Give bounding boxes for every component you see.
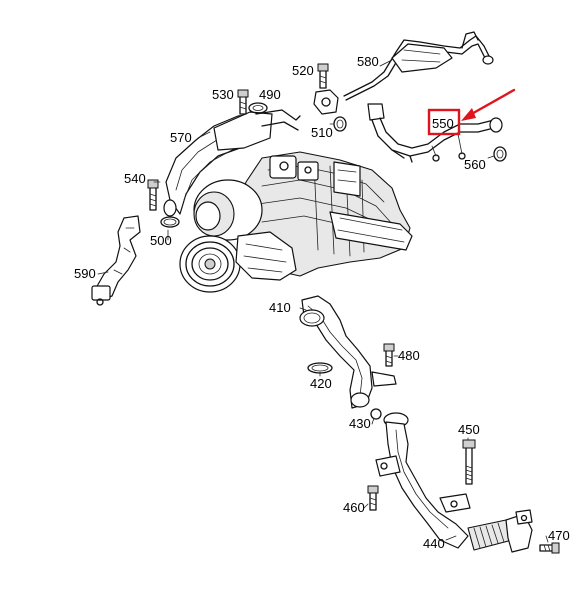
part-470-bolt xyxy=(539,542,560,554)
label-570: 570 xyxy=(170,130,192,145)
part-580-pipe xyxy=(343,31,494,101)
part-500-clamp xyxy=(160,216,180,228)
part-430-seal xyxy=(370,408,382,420)
part-480-bolt xyxy=(383,343,395,367)
label-490: 490 xyxy=(259,87,281,102)
part-510-seal xyxy=(333,116,347,132)
label-530: 530 xyxy=(212,87,234,102)
part-labels: 520 580 530 490 570 510 550 560 540 500 … xyxy=(74,54,570,551)
part-420-seal xyxy=(307,362,333,374)
highlight-callout xyxy=(427,88,516,136)
part-590-hose xyxy=(91,215,141,306)
highlight-arrowhead xyxy=(461,108,476,121)
highlight-arrow xyxy=(466,88,516,118)
highlight-box xyxy=(427,108,461,136)
label-460: 460 xyxy=(343,500,365,515)
label-450: 450 xyxy=(458,422,480,437)
label-440: 440 xyxy=(423,536,445,551)
label-590: 590 xyxy=(74,266,96,281)
label-500: 500 xyxy=(150,233,172,248)
part-560-seal xyxy=(493,146,507,162)
part-540-bolt xyxy=(147,179,159,211)
part-520-bolt xyxy=(313,63,339,115)
part-410-pipe xyxy=(299,295,397,409)
part-440-pipe xyxy=(375,412,533,553)
part-550-pipe xyxy=(367,103,503,163)
label-550: 550 xyxy=(432,116,454,131)
part-490-seal xyxy=(248,102,268,114)
label-470: 470 xyxy=(548,528,570,543)
part-460-bolt xyxy=(367,485,379,511)
label-540: 540 xyxy=(124,171,146,186)
label-420: 420 xyxy=(310,376,332,391)
label-430: 430 xyxy=(349,416,371,431)
part-570-hose xyxy=(163,109,301,217)
label-520: 520 xyxy=(292,63,314,78)
label-510: 510 xyxy=(311,125,333,140)
part-450-bolt xyxy=(462,439,476,485)
leader-lines xyxy=(97,59,549,543)
turbocharger-assembly xyxy=(179,151,413,293)
label-580: 580 xyxy=(357,54,379,69)
part-530-bolt xyxy=(237,89,249,115)
label-410: 410 xyxy=(269,300,291,315)
label-560: 560 xyxy=(464,157,486,172)
label-480: 480 xyxy=(398,348,420,363)
